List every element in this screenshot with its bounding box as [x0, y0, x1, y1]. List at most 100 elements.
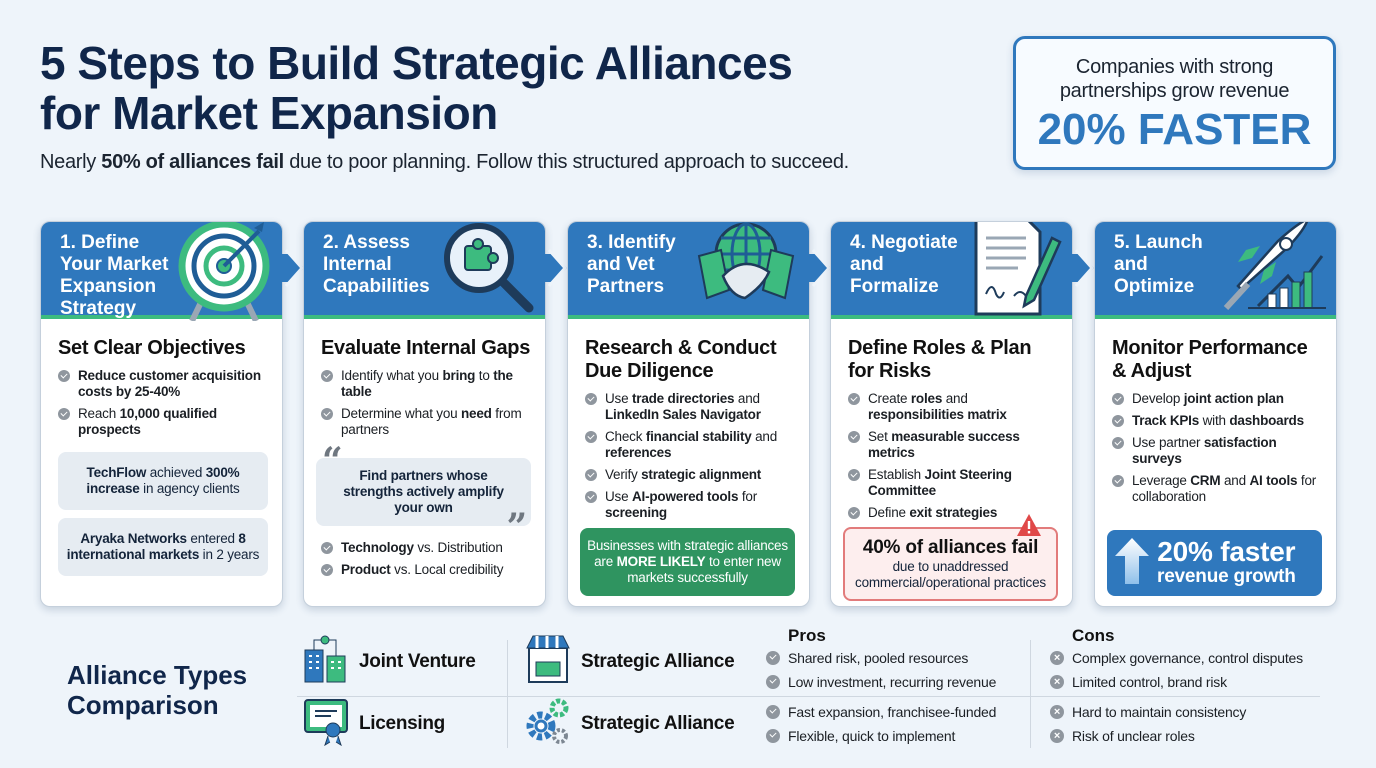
- emphasis-text: strategic alignment: [641, 467, 762, 482]
- check-circle-icon: [766, 729, 780, 743]
- alliance-type: Joint Venture: [303, 634, 476, 690]
- step-title: 5. Launch and Optimize: [1114, 232, 1203, 297]
- bullet-item: Establish Joint Steering Committee: [848, 467, 1058, 499]
- bullet-text: Define exit strategies: [868, 505, 997, 521]
- bullet-text: Product vs. Local credibility: [341, 562, 503, 578]
- bullet-item: Use AI-powered tools for screening: [585, 489, 795, 521]
- chevron-right-icon: [1070, 240, 1096, 301]
- con-item: × Risk of unclear roles: [1050, 728, 1195, 744]
- case-study-callout: Aryaka Networks entered 8 international …: [58, 518, 268, 576]
- bullet-text: Track KPIs with dashboards: [1132, 413, 1304, 429]
- step-card-1: 1. Define Your Market Expansion Strategy…: [40, 221, 283, 607]
- pro-item: Flexible, quick to implement: [766, 728, 955, 744]
- emphasis-text: Product: [341, 562, 391, 577]
- x-circle-icon: ×: [1050, 729, 1064, 743]
- building-icon: [303, 634, 349, 690]
- cons-header: Cons: [1072, 626, 1115, 645]
- step-heading: Monitor Performance & Adjust: [1112, 337, 1308, 382]
- text-segment: Develop: [1132, 391, 1184, 406]
- emphasis-text: exit strategies: [909, 505, 998, 520]
- callout-text: Aryaka Networks entered 8 international …: [67, 531, 260, 562]
- text-segment: Determine what you: [341, 406, 462, 421]
- check-circle-icon: [585, 393, 597, 405]
- emphasis-text: Reduce customer acquisition costs by 25-…: [78, 368, 261, 399]
- emphasis-text: joint action plan: [1183, 391, 1284, 406]
- text-segment: for: [738, 489, 757, 504]
- check-circle-icon: [585, 431, 597, 443]
- insight-callout: Businesses with strategic alliances are …: [580, 528, 795, 596]
- pro-item: Shared risk, pooled resources: [766, 650, 968, 666]
- check-circle-icon: [321, 564, 333, 576]
- emphasis-text: LinkedIn Sales Navigator: [605, 407, 761, 422]
- check-circle-icon: [585, 469, 597, 481]
- callout-text: Businesses with strategic alliances are …: [587, 538, 788, 585]
- text-segment: entered: [186, 531, 239, 546]
- bullet-item: Check financial stability and references: [585, 429, 795, 461]
- bullet-text: Leverage CRM and AI tools for collaborat…: [1132, 473, 1322, 505]
- callout-text: Find partners whose strengths actively a…: [343, 468, 504, 515]
- con-text: Risk of unclear roles: [1072, 728, 1195, 744]
- emphasis-text: AI tools: [1249, 473, 1298, 488]
- con-text: Hard to maintain consistency: [1072, 704, 1247, 720]
- bullet-item: Use partner satisfaction surveys: [1112, 435, 1322, 467]
- pros-header: Pros: [788, 626, 826, 645]
- step-title: 3. Identify and Vet Partners: [587, 232, 676, 297]
- callout-text: TechFlow achieved 300% increase in agenc…: [86, 465, 239, 496]
- check-circle-icon: [585, 491, 597, 503]
- check-circle-icon: [848, 393, 860, 405]
- quote-callout: “”Find partners whose strengths actively…: [316, 443, 531, 545]
- emphasis-text: Technology: [341, 540, 414, 555]
- text-segment: vs. Local credibility: [390, 562, 504, 577]
- certificate-icon: [303, 696, 349, 752]
- stat-callout: Companies with strong partnerships grow …: [1013, 36, 1336, 170]
- check-circle-icon: [58, 408, 70, 420]
- bullet-item: Develop joint action plan: [1112, 391, 1322, 407]
- stat-highlight: 20% FASTER: [1037, 105, 1312, 154]
- emphasis-text: measurable success metrics: [868, 429, 1020, 460]
- emphasis-text: 300% increase: [86, 465, 240, 496]
- alliance-type-name: Licensing: [359, 713, 445, 734]
- check-circle-icon: [766, 705, 780, 719]
- step-heading: Set Clear Objectives: [58, 337, 246, 359]
- text-segment: Reach: [78, 406, 120, 421]
- text-segment: with: [1199, 413, 1230, 428]
- chevron-right-icon: [543, 240, 569, 301]
- text-segment: and: [734, 391, 760, 406]
- pro-text: Flexible, quick to implement: [788, 728, 956, 744]
- bullet-item: Reach 10,000 qualified prospects: [58, 406, 268, 438]
- close-quote-icon: ”: [506, 506, 527, 548]
- gears-icon: [525, 696, 571, 752]
- check-circle-icon: [321, 370, 333, 382]
- text-segment: Create: [868, 391, 911, 406]
- step-header: 2. Assess Internal Capabilities: [304, 222, 545, 319]
- emphasis-text: AI-powered tools: [631, 489, 739, 504]
- bullet-item: Leverage CRM and AI tools for collaborat…: [1112, 473, 1322, 505]
- chevron-right-icon: [807, 240, 833, 301]
- chevron-right-icon: [280, 240, 306, 301]
- bullet-text: Develop joint action plan: [1132, 391, 1284, 407]
- check-circle-icon: [766, 675, 780, 689]
- text-segment: Establish: [868, 467, 925, 482]
- text-segment: due to poor planning. Follow this struct…: [283, 151, 849, 173]
- step-title: 1. Define Your Market Expansion Strategy: [60, 232, 169, 319]
- emphasis-text: MORE LIKELY: [616, 554, 706, 569]
- text-segment: to: [475, 368, 494, 383]
- check-circle-icon: [1112, 393, 1124, 405]
- bullet-text: Check financial stability and references: [605, 429, 795, 461]
- row-divider: [297, 696, 1320, 697]
- text-segment: Define: [868, 505, 910, 520]
- comparison-title: Alliance Types Comparison: [67, 660, 248, 720]
- check-circle-icon: [58, 370, 70, 382]
- pro-item: Low investment, recurring revenue: [766, 674, 996, 690]
- check-circle-icon: [766, 651, 780, 665]
- growth-detail: revenue growth: [1157, 566, 1296, 587]
- stat-line-2: partnerships grow revenue: [1059, 80, 1290, 102]
- con-item: ×Hard to maintain consistency: [1050, 704, 1246, 720]
- bullet-item: Track KPIs with dashboards: [1112, 413, 1322, 429]
- bullet-item: Use trade directories and LinkedIn Sales…: [585, 391, 795, 423]
- page-title: 5 Steps to Build Strategic Alliances for…: [40, 38, 793, 138]
